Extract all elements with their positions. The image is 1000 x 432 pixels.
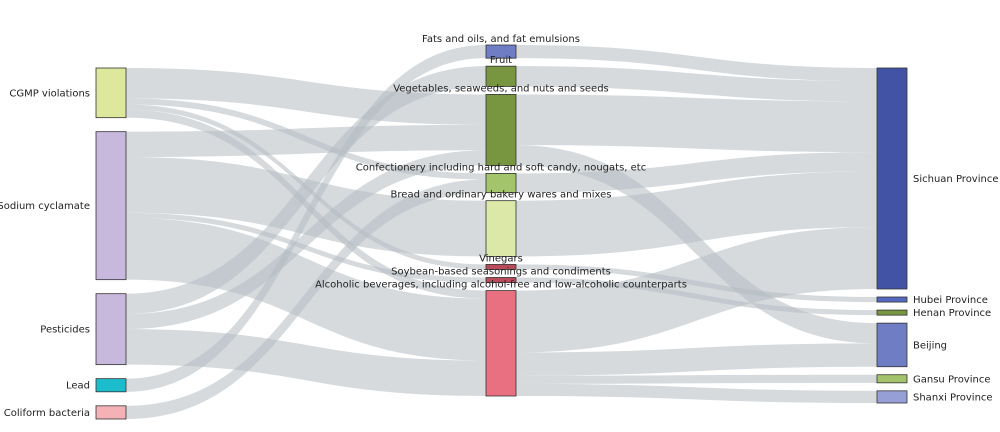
node-fats — [485, 44, 517, 59]
node-bread — [485, 200, 517, 257]
flow-alcohol-to-beijing — [516, 343, 877, 376]
flow-cgmp-to-veg — [126, 68, 486, 125]
node-veg — [485, 94, 517, 166]
node-label-lead: Lead — [66, 381, 90, 392]
flow-lead-to-fats — [126, 45, 486, 392]
flow-veg-to-beijing — [516, 145, 877, 344]
flow-sodium-to-soy — [126, 212, 486, 283]
node-label-vinegar: Vinegars — [479, 253, 523, 264]
node-label-coliform: Coliform bacteria — [4, 408, 90, 419]
node-henan — [876, 309, 908, 316]
node-gansu — [876, 374, 908, 384]
node-sichuan — [876, 67, 908, 290]
node-coliform — [95, 405, 127, 420]
node-fruit — [485, 65, 517, 87]
node-hubei — [876, 296, 908, 303]
node-label-pesticides: Pesticides — [40, 325, 90, 336]
flow-alcohol-to-sichuan — [516, 227, 877, 353]
node-shanxi — [876, 390, 908, 404]
node-pesticides — [95, 293, 127, 366]
node-label-bread: Bread and ordinary bakery wares and mixe… — [391, 190, 612, 201]
flow-pesticides-to-fruit — [126, 66, 486, 314]
flow-alcohol-to-gansu — [516, 374, 877, 384]
sankey-links — [126, 45, 877, 419]
node-cgmp — [95, 67, 127, 119]
flow-alcohol-to-shanxi — [516, 383, 877, 403]
flow-coliform-to-confect — [126, 179, 486, 419]
flow-pesticides-to-veg — [126, 150, 486, 330]
node-label-veg: Vegetables, seaweeds, and nuts and seeds — [393, 83, 609, 94]
node-label-cgmp: CGMP violations — [9, 88, 90, 99]
node-label-hubei: Hubei Province — [913, 295, 988, 306]
flow-fats-to-sichuan — [516, 45, 877, 82]
node-label-soy: Soybean-based seasonings and condiments — [391, 267, 611, 278]
node-label-alcohol: Alcoholic beverages, including alcohol-f… — [315, 280, 687, 291]
flow-fruit-to-sichuan — [516, 66, 877, 102]
node-beijing — [876, 322, 908, 368]
node-alcohol — [485, 290, 517, 397]
sankey-nodes — [95, 44, 908, 420]
flow-sodium-to-veg — [126, 124, 486, 158]
node-label-sodium: Sodium cyclamate — [0, 201, 90, 212]
node-label-confect: Confectionery including hard and soft ca… — [356, 162, 646, 173]
flow-sodium-to-bread — [126, 157, 486, 257]
node-lead — [95, 378, 127, 393]
node-label-fats: Fats and oils, and fat emulsions — [422, 34, 580, 45]
node-soy — [485, 277, 517, 283]
node-confect — [485, 173, 517, 194]
flow-confect-to-sichuan — [516, 152, 877, 193]
node-label-gansu: Gansu Province — [913, 374, 991, 385]
flow-sodium-to-alcohol — [126, 217, 486, 361]
node-vinegar — [485, 264, 517, 270]
flow-veg-to-sichuan — [516, 94, 877, 153]
node-sodium — [95, 131, 127, 281]
node-label-henan: Henan Province — [913, 308, 991, 319]
node-label-fruit: Fruit — [490, 55, 512, 66]
node-label-sichuan: Sichuan Province — [913, 174, 999, 185]
flow-bread-to-sichuan — [516, 171, 877, 257]
node-label-shanxi: Shanxi Province — [913, 392, 993, 403]
node-label-beijing: Beijing — [913, 340, 947, 351]
